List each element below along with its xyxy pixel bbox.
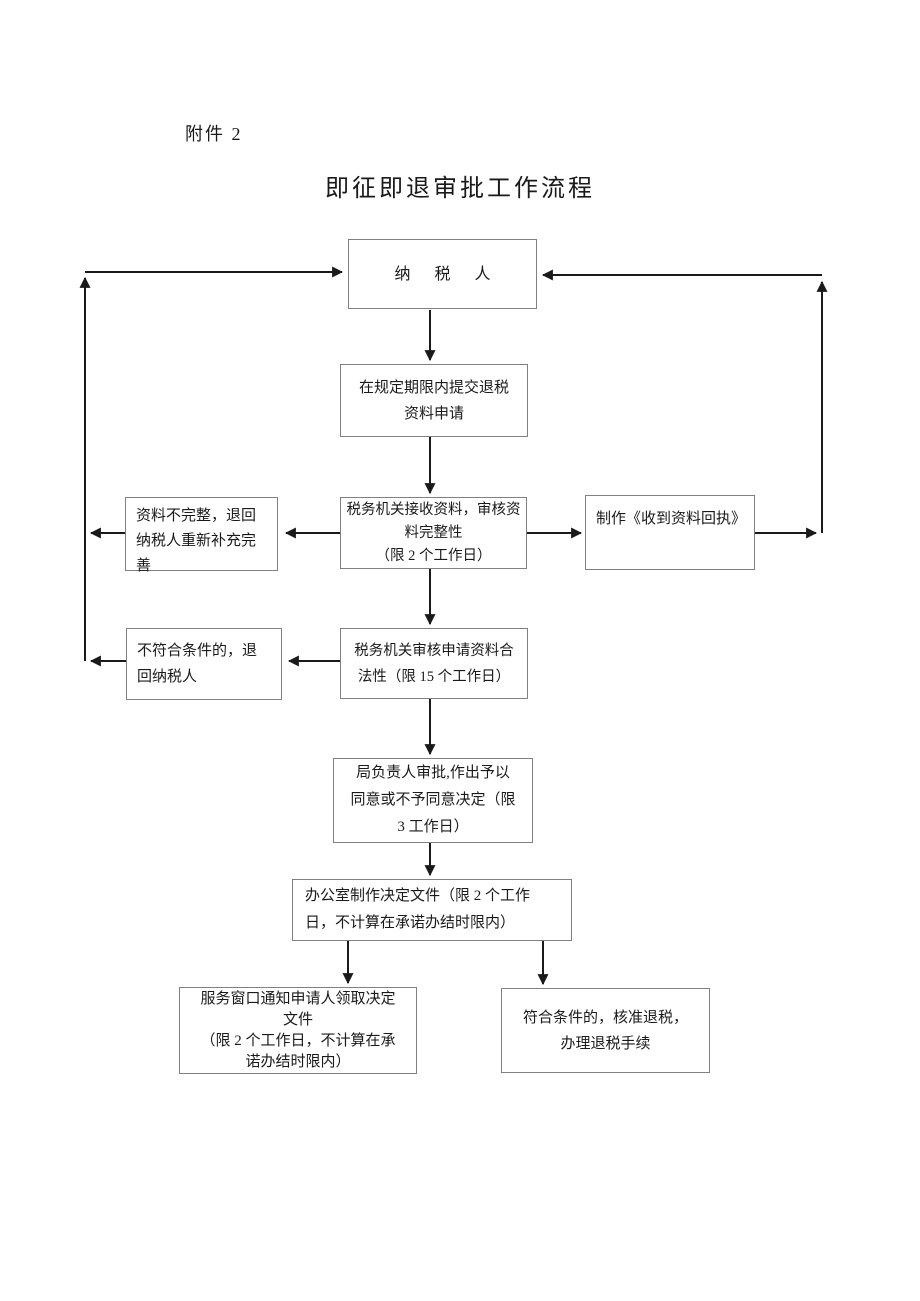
node-taxpayer: 纳 税 人 <box>348 239 537 309</box>
node-incomplete-return: 资料不完整，退回 纳税人重新补充完 善 <box>125 497 278 574</box>
node-make-receipt: 制作《收到资料回执》 <box>585 495 755 570</box>
node-director-approval: 局负责人审批,作出予以 同意或不予同意决定（限 3 工作日） <box>333 758 533 843</box>
page-title: 即征即退审批工作流程 <box>325 176 595 202</box>
attachment-label: 附件 2 <box>185 124 243 144</box>
node-not-qualified-return: 不符合条件的，退 回纳税人 <box>126 628 282 700</box>
node-receive-materials: 税务机关接收资料，审核资 料完整性 （限 2 个工作日） <box>340 497 527 569</box>
node-qualified-refund: 符合条件的，核准退税， 办理退税手续 <box>501 988 710 1073</box>
node-service-window-notify: 服务窗口通知申请人领取决定 文件 （限 2 个工作日，不计算在承 诺办结时限内） <box>179 987 417 1074</box>
node-submit-application: 在规定期限内提交退税 资料申请 <box>340 364 528 437</box>
connector-lines <box>79 266 828 986</box>
node-review-legality: 税务机关审核申请资料合 法性（限 15 个工作日） <box>340 628 528 699</box>
node-office-decision-document: 办公室制作决定文件（限 2 个工作 日，不计算在承诺办结时限内） <box>292 879 572 941</box>
